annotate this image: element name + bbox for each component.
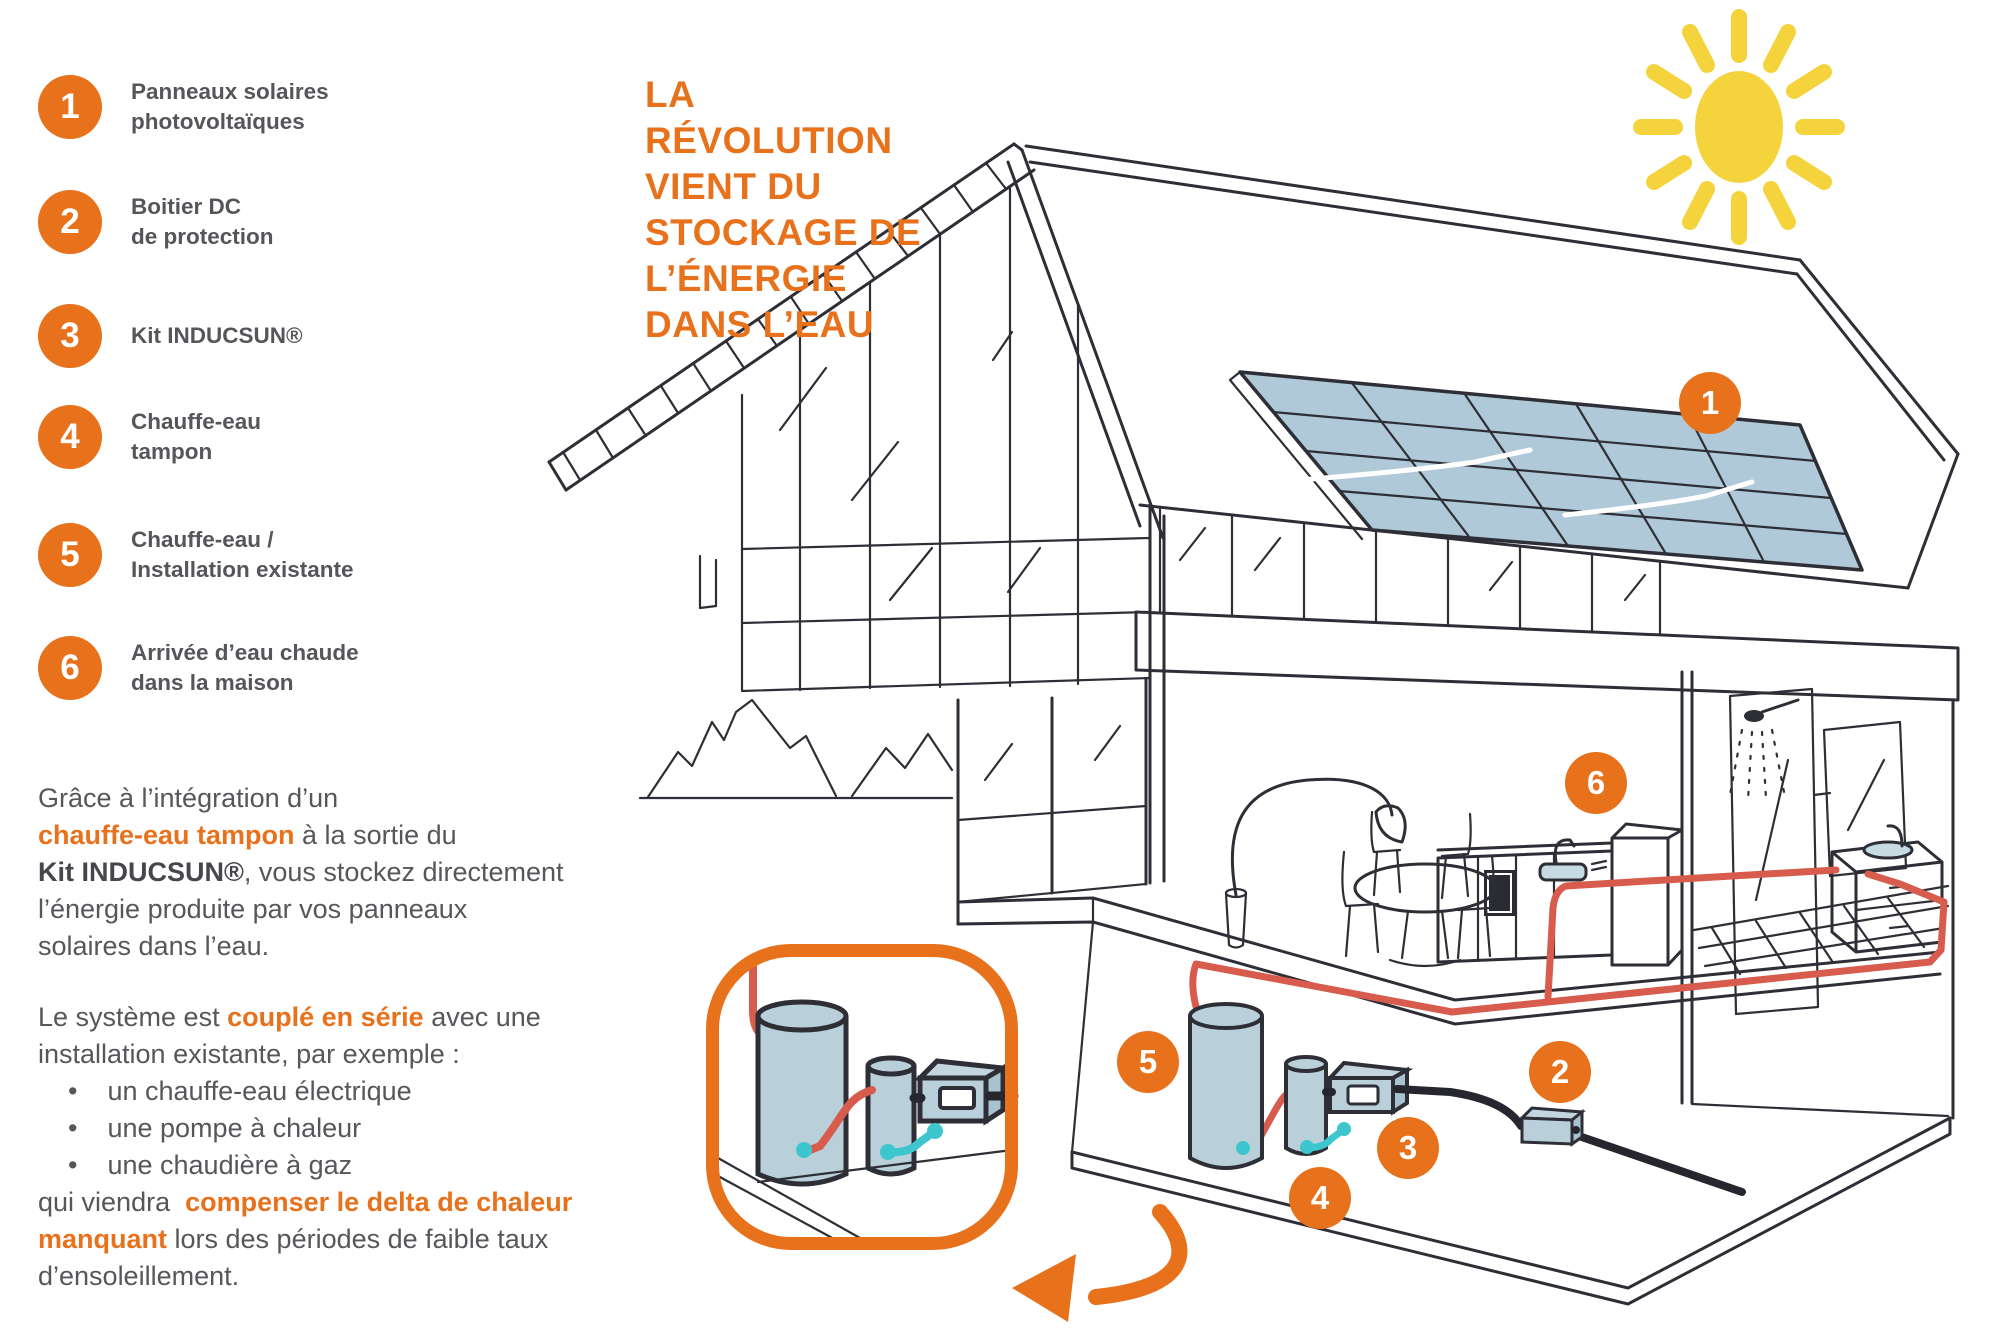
legend-label-3: Kit INDUCSUN® [131, 323, 303, 348]
legend-item-6: 6 Arrivée d’eau chaude dans la maison [38, 632, 359, 704]
basement-sketch [1070, 866, 1952, 1306]
legend-badge-4: 4 [38, 405, 102, 469]
legend-label-6: Arrivée d’eau chaude dans la maison [131, 640, 359, 695]
paragraph-coupling: Le système est couplé en série avec une … [38, 1002, 573, 1291]
mountains-sketch [638, 698, 954, 800]
main-roof [1024, 144, 1960, 590]
marker-4-buffer-tank: 4 [1289, 1167, 1351, 1229]
zoom-inset-detail [716, 956, 1019, 1242]
legend-label-4: Chauffe-eau tampon [131, 409, 262, 464]
legend-badge-6: 6 [38, 636, 102, 700]
clerestory-windows [1158, 506, 1662, 637]
dining-table [1353, 862, 1497, 914]
legend-item-1: 1 Panneaux solaires photovoltaïques [38, 71, 329, 143]
kitchen-sketch [1224, 777, 1684, 968]
arc-lamp [1224, 777, 1407, 949]
shower-head [1744, 710, 1764, 722]
legend-item-2: 2 Boitier DC de protection [38, 186, 274, 258]
marker-2-dc-box: 2 [1529, 1041, 1591, 1103]
solar-panel [1228, 370, 1864, 572]
paragraph-intro: Grâce à l’intégration d’un chauffe-eau t… [38, 783, 564, 961]
inset-detail-border [706, 944, 1018, 1250]
legend-badge-5: 5 [38, 523, 102, 587]
inducsun-kit-box [1325, 1060, 1414, 1116]
legend-badge-2: 2 [38, 190, 102, 254]
tiled-floor [1692, 884, 1950, 976]
legend-label-5: Chauffe-eau / Installation existante [131, 527, 354, 582]
marker-5-existing-heater: 5 [1117, 1031, 1179, 1093]
existing-heater-tank [1188, 1002, 1264, 1170]
legend-badge-3: 3 [38, 304, 102, 368]
legend-item-5: 5 Chauffe-eau / Installation existante [38, 519, 354, 591]
kitchen-sink [1538, 862, 1588, 882]
marker-6-hot-water: 6 [1565, 752, 1627, 814]
legend-item-4: 4 Chauffe-eau tampon [38, 401, 261, 473]
curved-arrow-icon [1012, 1204, 1188, 1322]
page-title: LA RÉVOLUTION VIENT DU STOCKAGE DE L’ÉNE… [645, 74, 922, 345]
legend-label-1: Panneaux solaires photovoltaïques [131, 79, 329, 134]
marker-1-solar-panels: 1 [1679, 372, 1741, 434]
buffer-tank [1284, 1055, 1328, 1156]
legend-label-2: Boitier DC de protection [131, 194, 274, 249]
marker-3-inducsun-kit: 3 [1377, 1117, 1439, 1179]
gable-front [547, 142, 1165, 926]
wall-band [1134, 503, 1960, 1120]
legend-badge-1: 1 [38, 75, 102, 139]
bathroom-sketch [1692, 687, 1950, 1016]
dc-protection-box [1518, 1106, 1586, 1147]
floor-slab [956, 896, 1942, 1154]
sun-icon [1633, 9, 1845, 245]
legend-item-3: 3 Kit INDUCSUN® [38, 300, 303, 372]
